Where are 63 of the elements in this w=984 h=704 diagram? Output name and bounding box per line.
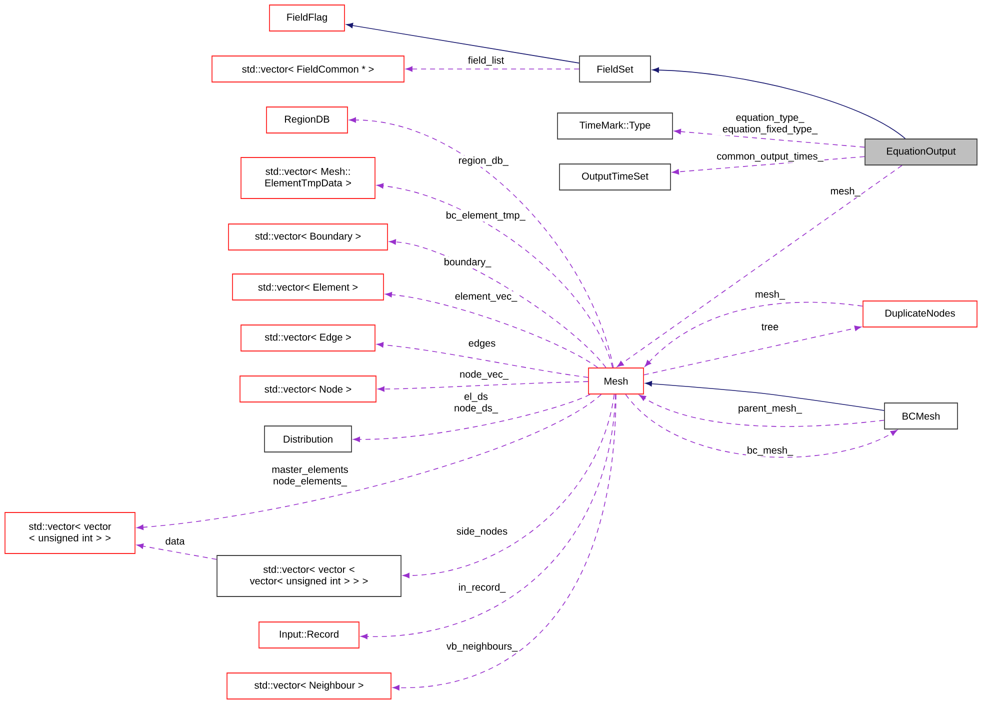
edge-label: region_db_: [457, 156, 510, 167]
edge-label: parent_mesh_: [737, 403, 803, 415]
edge-label: field_list: [466, 55, 506, 67]
edge-label: mesh_: [754, 289, 786, 301]
arrow: [639, 394, 884, 427]
edge-label: in_record_: [457, 582, 507, 594]
arrow: [376, 183, 613, 368]
edge-label: common_output_times_: [716, 151, 824, 163]
edge-label: data: [164, 536, 186, 546]
arrow: [385, 292, 598, 368]
class-box: std::vector< Edge >: [240, 324, 376, 352]
arrow: [136, 394, 602, 530]
arrow: [346, 22, 580, 64]
class-box: FieldFlag: [269, 4, 345, 32]
class-box: std::vector< Mesh:: ElementTmpData >: [240, 157, 376, 199]
edge-label: bc_element_tmp_: [444, 210, 526, 222]
edge-label: vb_neighbours_: [445, 641, 519, 653]
arrow: [353, 394, 590, 442]
arrow: [378, 381, 588, 392]
arrow: [406, 66, 580, 72]
class-box: Mesh: [588, 368, 644, 394]
class-box: Input::Record: [258, 622, 360, 648]
class-box: std::vector< FieldCommon * >: [212, 56, 404, 82]
arrow: [644, 326, 862, 376]
arrow: [672, 156, 865, 175]
class-box: BCMesh: [884, 402, 958, 430]
arrow: [360, 394, 616, 640]
class-box: DuplicateNodes: [862, 300, 978, 328]
class-box: std::vector< Neighbour >: [226, 672, 392, 700]
edge-label: mesh_: [829, 186, 862, 198]
edge-label: boundary_: [442, 257, 492, 268]
class-box: std::vector< Node >: [240, 376, 376, 402]
arrow: [392, 394, 616, 690]
class-box: std::vector< vector < unsigned int > >: [4, 512, 136, 554]
edge-label: equation_type_ equation_fixed_type_: [714, 112, 826, 136]
arrow: [616, 165, 902, 367]
class-box: TimeMark::Type: [557, 112, 673, 140]
edge-label: edges: [467, 338, 497, 350]
class-box: Distribution: [264, 426, 352, 452]
edge-label: element_vec_: [454, 291, 518, 303]
class-box: std::vector< Element >: [232, 274, 384, 300]
arrow: [136, 543, 217, 560]
edge-label: master_elements node_elements_: [264, 464, 356, 488]
class-box: FieldSet: [579, 56, 651, 82]
arrow: [625, 394, 898, 458]
arrow: [645, 381, 884, 411]
edge-label: el_ds node_ds_: [452, 392, 500, 414]
class-box: OutputTimeSet: [559, 164, 671, 190]
arrow: [402, 394, 615, 578]
class-box: std::vector< Boundary >: [228, 224, 388, 250]
arrow: [644, 302, 863, 367]
edge-label: bc_mesh_: [746, 445, 794, 457]
edge-label: node_vec_: [458, 369, 510, 381]
class-box: RegionDB: [266, 106, 348, 134]
arrow: [674, 128, 865, 148]
arrow: [652, 67, 906, 139]
arrow: [376, 342, 588, 378]
arrow: [389, 239, 606, 368]
edge-label: side_nodes: [455, 526, 509, 538]
edge-label: tree: [760, 322, 780, 332]
class-box: std::vector< vector < vector< unsigned int > > >: [216, 555, 402, 597]
class-box: EquationOutput: [864, 138, 978, 166]
arrow: [349, 117, 614, 368]
